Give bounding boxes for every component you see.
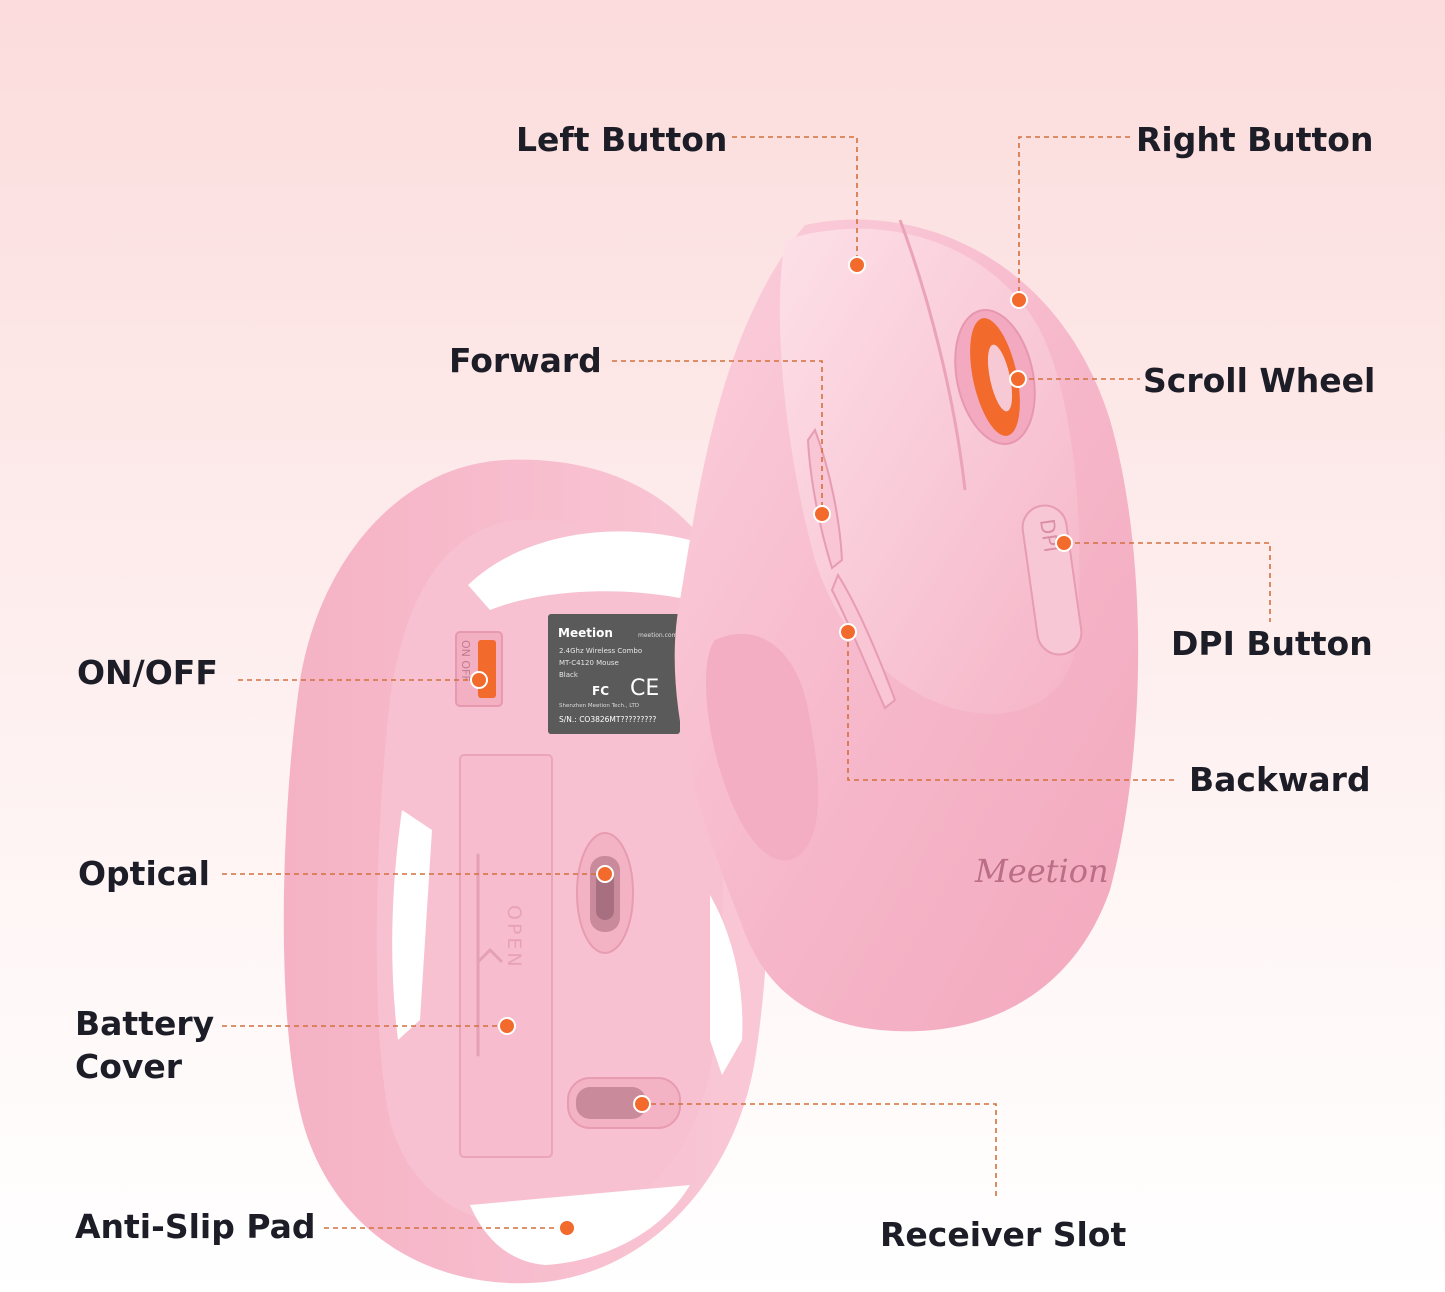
backward-button[interactable]	[830, 572, 897, 710]
mouse-top-view: DPI Meetion	[674, 219, 1139, 1032]
dot-dpi	[1055, 534, 1073, 552]
dot-on-off	[470, 671, 488, 689]
leader-right-button	[1018, 136, 1130, 298]
receiver-slot-opening	[576, 1087, 646, 1119]
anti-slip-pad-right	[710, 895, 743, 1075]
dot-receiver	[633, 1095, 651, 1113]
leader-forward	[612, 360, 823, 512]
label-backward: Backward	[1189, 760, 1371, 799]
brand-logo: Meetion	[974, 852, 1109, 890]
sticker-maker: Shenzhen Meetion Tech., LTD	[559, 703, 639, 709]
label-right-button: Right Button	[1136, 120, 1374, 159]
dot-anti-slip	[558, 1219, 576, 1237]
dot-left-button	[848, 256, 866, 274]
leader-left-button	[732, 136, 858, 262]
label-optical: Optical	[78, 854, 210, 893]
label-forward: Forward	[449, 341, 602, 380]
sticker-serial: S/N.: CO3826MT?????????	[559, 715, 656, 724]
switch-mark: ON OFF	[459, 640, 472, 682]
label-receiver-slot: Receiver Slot	[880, 1215, 1127, 1254]
dot-battery	[498, 1017, 516, 1035]
label-on-off: ON/OFF	[77, 653, 218, 692]
sticker-brand: Meetion	[558, 626, 613, 640]
dot-scroll-wheel	[1009, 370, 1027, 388]
scroll-wheel-hub	[987, 344, 1013, 412]
anti-slip-pad-top	[468, 531, 690, 610]
dot-right-button	[1010, 291, 1028, 309]
dot-backward	[839, 623, 857, 641]
dot-forward	[813, 505, 831, 523]
sticker-site: meetion.com	[638, 632, 678, 639]
open-mark: OPEN	[503, 905, 525, 970]
leader-backward	[847, 633, 1174, 781]
battery-cover[interactable]	[459, 754, 553, 1158]
label-left-button: Left Button	[516, 120, 728, 159]
sticker-line2: MT-C4120 Mouse	[559, 659, 619, 667]
sticker-certs: FC	[592, 684, 609, 698]
label-scroll-wheel: Scroll Wheel	[1143, 361, 1376, 400]
label-battery-cover: Battery Cover	[75, 1004, 215, 1086]
button-split	[898, 219, 967, 491]
leader-receiver	[642, 1103, 997, 1200]
sticker-line1: 2.4Ghz Wireless Combo	[559, 647, 642, 655]
switch-knob[interactable]	[478, 640, 496, 698]
sticker-ce: CE	[630, 676, 659, 701]
label-dpi-button: DPI Button	[1171, 624, 1373, 663]
callout-dots	[470, 256, 1073, 1237]
leader-lines	[222, 136, 1271, 1229]
label-anti-slip-pad: Anti-Slip Pad	[75, 1207, 316, 1246]
anti-slip-pad-left	[392, 810, 432, 1040]
chevron-up-icon	[476, 947, 504, 964]
sticker-line3: Black	[559, 671, 579, 679]
leader-dpi	[1066, 542, 1271, 622]
thumb-rest	[705, 633, 819, 861]
mouse-bottom-view: ON OFF Meetion meetion.com 2.4Ghz Wirele…	[283, 459, 769, 1284]
dot-optical	[596, 865, 614, 883]
anti-slip-pad-bottom	[470, 1185, 690, 1265]
forward-button[interactable]	[806, 427, 844, 570]
label-sticker	[548, 614, 680, 734]
